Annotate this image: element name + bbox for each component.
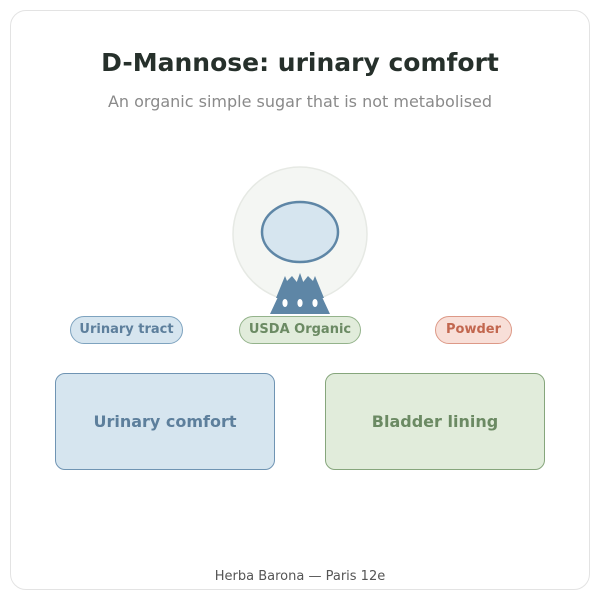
drop-left [282,299,288,307]
tag-usda-organic: USDA Organic [239,316,361,344]
bladder-illustration [230,166,370,316]
benefit-box-urinary-comfort: Urinary comfort [55,373,275,470]
bladder-sac [260,200,340,264]
drop-right [312,299,318,307]
bladder-icon [232,166,368,314]
page-subtitle: An organic simple sugar that is not meta… [107,92,493,111]
benefit-box-bladder-lining: Bladder lining [325,373,545,470]
bladder-peak-middle [291,273,309,298]
page-title: D-Mannose: urinary comfort [101,48,499,77]
benefit-label: Bladder lining [371,412,499,431]
footer-credit: Herba Barona — Paris 12e [214,569,386,584]
benefit-label: Urinary comfort [93,412,237,431]
bladder-peak-left [276,276,294,298]
tag-powder: Powder [435,316,512,344]
bladder-peak-right [306,276,324,298]
drop-middle [297,299,303,307]
tag-urinary-tract: Urinary tract [70,316,183,344]
